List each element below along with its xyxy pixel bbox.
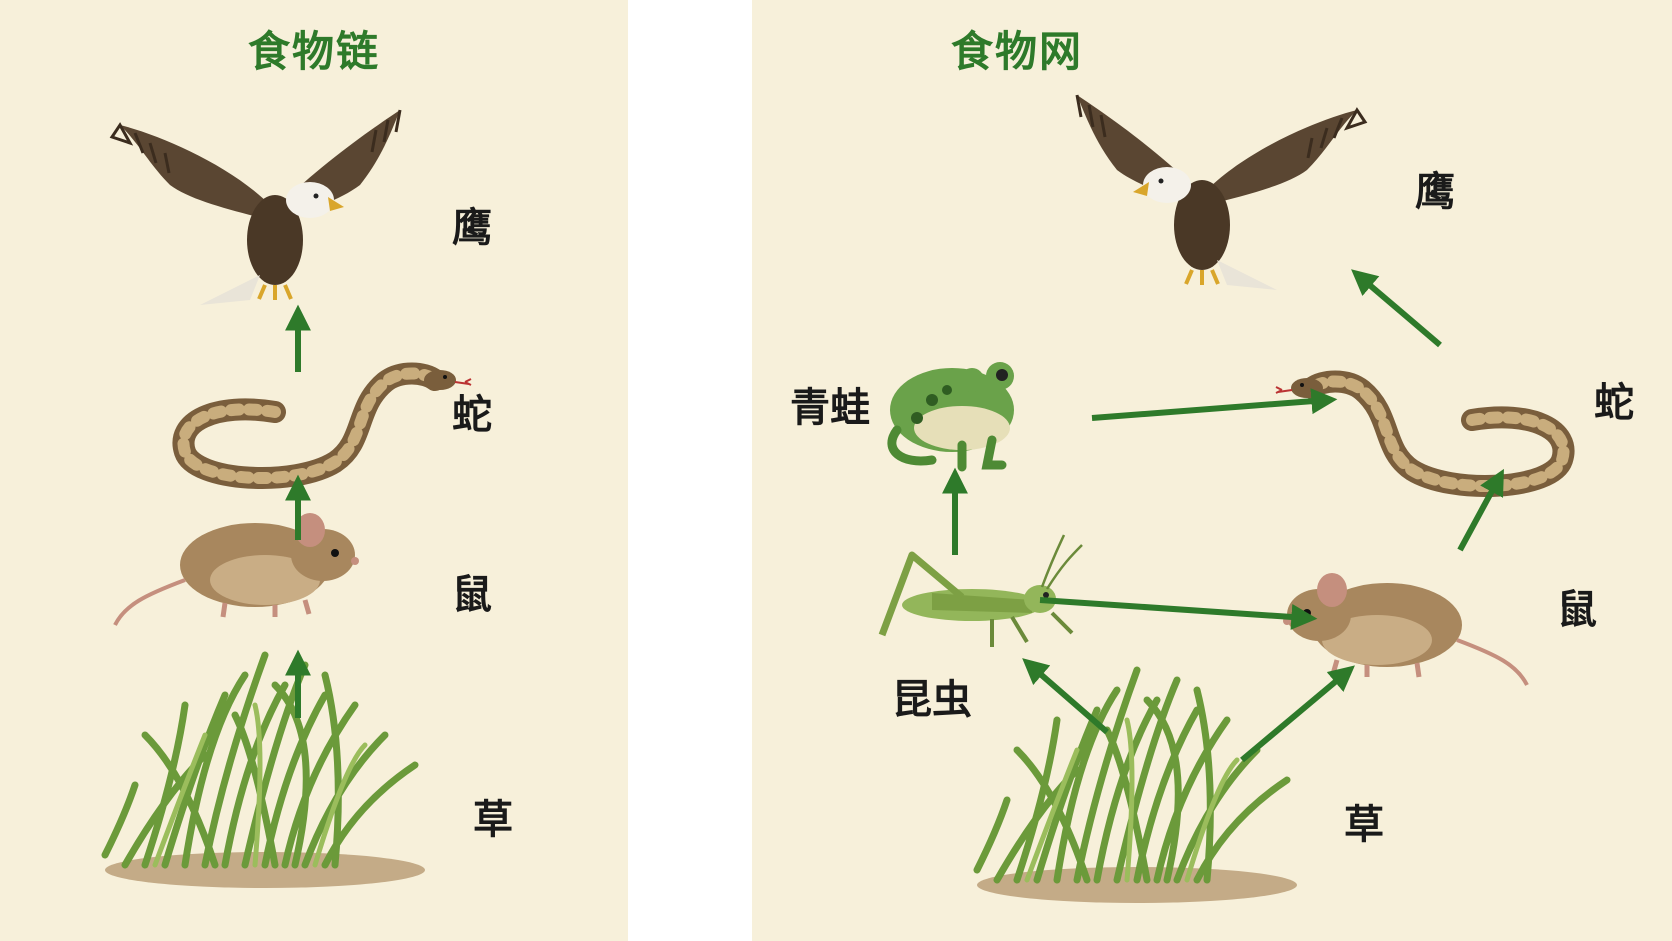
mouse-icon <box>1283 573 1527 685</box>
label-insect: 昆虫 <box>892 677 972 723</box>
arrow-mouse-to-snake <box>1457 468 1504 552</box>
arrow-grass-to-insect <box>1022 658 1109 735</box>
label-grass: 草 <box>1344 802 1384 848</box>
label-eagle: 鹰 <box>452 205 492 251</box>
arrow-frog-to-snake <box>1091 388 1338 421</box>
frog-icon <box>890 362 1014 467</box>
mouse-icon <box>115 513 359 625</box>
arrow-grass-to-mouse <box>1240 665 1355 763</box>
grass-icon <box>105 655 425 888</box>
arrow-snake-to-eagle <box>1351 269 1442 348</box>
label-mouse: 鼠 <box>1557 587 1597 633</box>
label-snake: 蛇 <box>452 392 492 438</box>
label-eagle: 鹰 <box>1415 169 1455 215</box>
eagle-icon <box>1075 93 1367 292</box>
grass-icon <box>977 670 1297 903</box>
food-web-title: 食物网 <box>950 27 1083 76</box>
food-chain-diagram <box>0 108 628 941</box>
food-chain-title: 食物链 <box>247 27 380 76</box>
label-frog: 青蛙 <box>790 385 870 431</box>
snake-icon <box>1276 378 1564 486</box>
food-web-diagram <box>752 93 1672 941</box>
grasshopper-icon <box>882 535 1082 647</box>
label-grass: 草 <box>473 797 513 843</box>
snake-icon <box>183 370 471 478</box>
label-snake: 蛇 <box>1594 380 1634 426</box>
food-chain-panel: 食物链 鹰 蛇 鼠 草 <box>0 0 628 941</box>
arrow-insect-to-mouse <box>1039 597 1318 630</box>
eagle-icon <box>110 108 402 307</box>
label-mouse: 鼠 <box>452 572 492 618</box>
food-web-panel: 食物网 鹰 青蛙 蛇 昆虫 鼠 草 <box>752 0 1672 941</box>
